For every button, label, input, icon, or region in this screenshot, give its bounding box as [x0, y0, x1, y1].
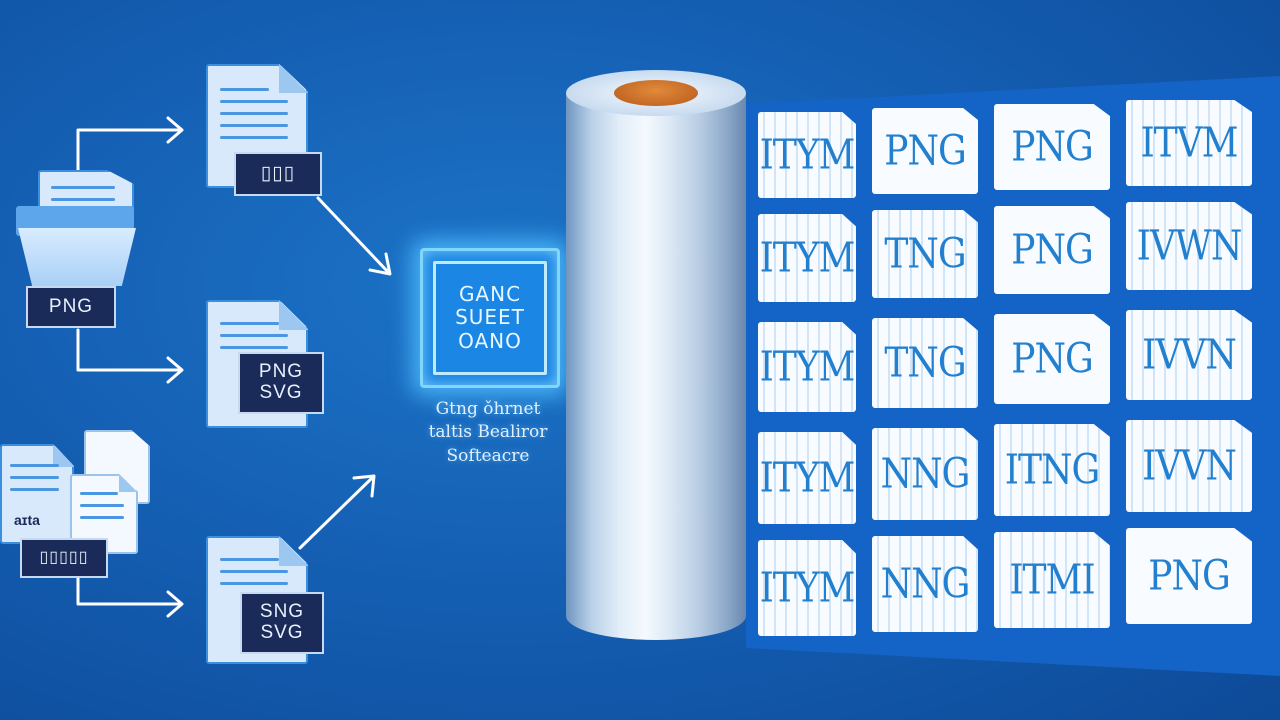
converter-box-line1: GANC — [458, 281, 522, 306]
output-card-label: NNG — [880, 450, 971, 498]
arrow-bottom-to-box — [298, 474, 376, 550]
folder-icon — [18, 228, 136, 286]
output-card: PNG — [1126, 528, 1252, 624]
output-card: PNG — [994, 314, 1110, 404]
output-card-label: IVVN — [1142, 442, 1237, 490]
output-card-label: PNG — [1011, 335, 1093, 383]
output-card-label: IVVN — [1142, 331, 1237, 379]
output-card: ITYM — [758, 214, 856, 302]
output-card-label: ITYM — [759, 564, 856, 612]
output-card: ITYM — [758, 112, 856, 198]
output-card: ITNG — [994, 424, 1110, 516]
output-card: PNG — [994, 104, 1110, 190]
output-card: ITYM — [758, 322, 856, 412]
output-card: NNG — [872, 536, 978, 632]
folder-label: PNG — [26, 286, 116, 328]
output-card: IVVN — [1126, 420, 1252, 512]
output-card-label: ITMI — [1009, 556, 1095, 604]
lower-left-doc-text: aɪta — [14, 512, 40, 528]
cylinder-core — [614, 80, 698, 106]
output-card: TNG — [872, 210, 978, 298]
converter-box: GANC SUEET OANO — [420, 248, 560, 388]
output-card-label: ITVM — [1140, 119, 1238, 167]
output-card-label: PNG — [1011, 226, 1093, 274]
output-card-label: NNG — [880, 560, 971, 608]
bottom-doc-label-line1: SNG — [259, 601, 305, 623]
cylinder-body — [566, 92, 746, 640]
output-card: PNG — [994, 206, 1110, 294]
lower-left-label: ▯▯▯▯▯ — [20, 538, 108, 578]
arrow-top-to-box — [316, 196, 392, 276]
top-doc-label: ▯▯▯ — [234, 152, 322, 196]
top-doc-label-text: ▯▯▯ — [260, 162, 296, 184]
caption-line3: Softeacre — [446, 445, 530, 466]
output-card: IVVN — [1126, 310, 1252, 400]
caption-line2: taltis Bealiror — [428, 422, 548, 443]
bottom-doc-label-line2: SVG — [260, 622, 304, 643]
bottom-doc-label: SNG SVG — [240, 592, 324, 654]
output-card-label: TNG — [884, 339, 966, 387]
output-card-label: PNG — [1148, 552, 1230, 600]
middle-doc-label: PNG SVG — [238, 352, 324, 414]
output-card: IVWN — [1126, 202, 1252, 290]
arrow-to-mid-doc — [76, 328, 184, 384]
output-card-label: TNG — [884, 230, 966, 278]
output-card: PNG — [872, 108, 978, 194]
middle-doc-label-line1: PNG — [258, 361, 304, 383]
converter-caption: Gtng ǒhrnet taltis Bealiror Softeacre — [398, 398, 578, 468]
folder-label-text: PNG — [48, 295, 94, 317]
output-card-label: IVWN — [1136, 222, 1243, 270]
lower-left-label-text: ▯▯▯▯▯ — [39, 549, 89, 567]
caption-line1: Gtng ǒhrnet — [435, 399, 541, 419]
output-card-label: ITYM — [759, 343, 856, 391]
arrow-to-bottom-doc — [76, 568, 184, 618]
output-card-label: PNG — [884, 127, 966, 175]
output-card-label: PNG — [1011, 123, 1093, 171]
output-card: NNG — [872, 428, 978, 520]
output-card: TNG — [872, 318, 978, 408]
output-card-label: ITYM — [759, 234, 856, 282]
converter-box-line3: OANO — [458, 328, 522, 353]
middle-doc-label-line2: SVG — [259, 382, 303, 403]
output-card: ITYM — [758, 540, 856, 636]
converter-box-line2: SUEET — [455, 305, 525, 330]
output-card: ITMI — [994, 532, 1110, 628]
output-card-label: ITNG — [1004, 446, 1100, 494]
output-card: ITYM — [758, 432, 856, 524]
document-icon-lower-left: aɪta — [0, 444, 74, 544]
arrow-to-top-doc — [76, 116, 184, 180]
output-card-label: ITYM — [759, 454, 856, 502]
output-card-label: ITYM — [759, 131, 856, 179]
output-card: ITVM — [1126, 100, 1252, 186]
